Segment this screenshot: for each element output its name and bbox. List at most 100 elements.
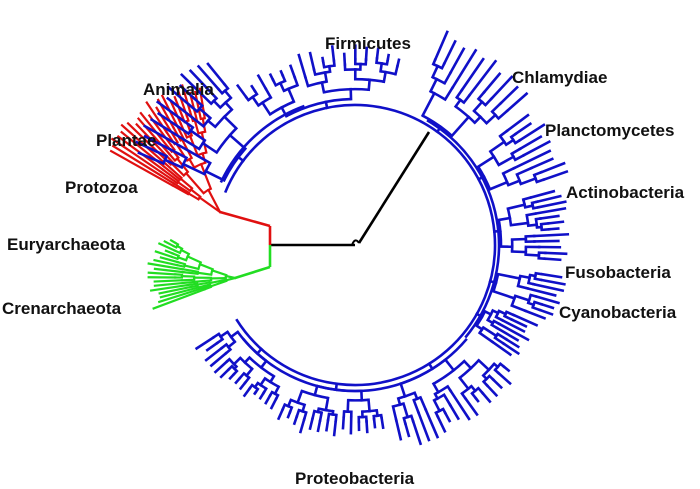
proteobacteria-a-leaf (418, 413, 428, 440)
proteobacteria-a-leaf (438, 417, 445, 432)
fusobacteria-branch (518, 286, 527, 288)
planctomycetes-leaf (514, 151, 550, 168)
proteobacteria-a-leaf (451, 391, 469, 419)
archaea-branch (178, 262, 185, 264)
proteobacteria-a-branch (393, 407, 396, 421)
actinobacteria-branch (511, 223, 528, 225)
cyanobacteria-leaf (492, 342, 510, 355)
firmicutes-b-node (308, 82, 327, 86)
fusobacteria-branch (498, 274, 520, 278)
chlamydiae-branch (445, 73, 451, 84)
planctomycetes-leaf (531, 159, 552, 168)
firmicutes-b-branch (305, 77, 308, 86)
cyanobacteria-branch (495, 338, 504, 344)
firmicutes-b-node (376, 63, 386, 65)
planctomycetes-branch (478, 157, 494, 167)
firmicutes-a-branch (224, 117, 236, 129)
fusobacteria-leaf (534, 284, 563, 290)
archaea-branch (178, 257, 186, 260)
proteobacteria-c-leaf (230, 374, 234, 378)
chlamydiae-leaf (435, 32, 447, 60)
proteobacteria-a-leaf (396, 420, 400, 439)
actinobacteria-leaf (545, 259, 560, 260)
proteobacteria-b-leaf (301, 419, 305, 432)
chlamydiae-leaf (484, 74, 500, 92)
label-protozoa: Protozoa (65, 178, 138, 198)
chlamydiae-branch (452, 117, 469, 136)
proteobacteria-c-branch (247, 369, 253, 376)
fusobacteria-leaf (541, 280, 564, 284)
label-crenarchaeota: Crenarchaeota (2, 299, 121, 319)
planctomycetes-branch (521, 178, 536, 183)
archaea-branch (226, 276, 235, 278)
actinobacteria-leaf (549, 229, 558, 230)
archaea-branch (177, 265, 184, 267)
eukaryota-node (198, 152, 207, 155)
proteobacteria-c-leaf (207, 343, 217, 350)
fusobacteria-branch (493, 291, 514, 298)
proteobacteria-a-leaf (483, 393, 490, 401)
firmicutes-b-branch (369, 80, 370, 90)
actinobacteria-leaf (537, 196, 560, 202)
actinobacteria-branch (499, 218, 510, 220)
proteobacteria-c-node (238, 332, 267, 361)
proteobacteria-a-branch (404, 404, 408, 417)
actinobacteria-branch (508, 205, 525, 209)
label-proteobacteria: Proteobacteria (295, 469, 414, 489)
firmicutes-b-branch (325, 72, 327, 81)
planctomycetes-branch (503, 168, 514, 173)
proteobacteria-a-branch (444, 395, 450, 405)
proteobacteria-c-leaf (260, 393, 263, 398)
chlamydiae-leaf (452, 50, 475, 87)
actinobacteria-leaf (545, 253, 566, 254)
cyanobacteria-branch (483, 328, 496, 336)
chlamydiae-branch (445, 88, 452, 100)
fusobacteria-branch (515, 296, 529, 300)
archaea-branch (182, 280, 194, 281)
proteobacteria-a-leaf (487, 385, 496, 395)
proteobacteria-a-leaf (445, 413, 449, 421)
bacteria-backbone-inner (221, 106, 305, 183)
firmicutes-b-leaf (397, 60, 399, 67)
firmicutes-b-node (381, 71, 396, 74)
proteobacteria-b-leaf (318, 421, 320, 431)
firmicutes-b-leaf (270, 75, 273, 80)
firmicutes-b-leaf (252, 86, 255, 91)
proteobacteria-a-node (393, 404, 403, 407)
proteobacteria-a-branch (420, 397, 425, 409)
archaea-leaf (171, 240, 175, 243)
chlamydiae-branch (474, 102, 482, 111)
actinobacteria-leaf (549, 222, 563, 224)
firmicutes-b-leaf (323, 58, 324, 62)
firmicutes-a-node (217, 128, 237, 152)
proteobacteria-a-leaf (405, 424, 408, 436)
proteobacteria-b-leaf (279, 409, 283, 418)
firmicutes-a-branch (225, 91, 231, 98)
archaea-branch (188, 256, 201, 262)
chlamydiae-branch (433, 66, 438, 77)
proteobacteria-b-leaf (367, 421, 368, 431)
actinobacteria-leaf (540, 216, 558, 219)
chlamydiae-branch (499, 111, 508, 119)
label-cyanobacteria: Cyanobacteria (559, 303, 676, 323)
firmicutes-a-branch (206, 171, 224, 180)
proteobacteria-a-node (398, 393, 414, 399)
planctomycetes-branch (490, 142, 504, 152)
bacteria-backbone-inner (427, 120, 499, 337)
archaea-branch (200, 264, 213, 269)
proteobacteria-c-branch (234, 358, 240, 364)
planctomycetes-branch (508, 181, 519, 185)
eukaryota-branch (201, 164, 211, 189)
actinobacteria-leaf (534, 234, 568, 236)
firmicutes-a-node (215, 110, 232, 127)
proteobacteria-a-leaf (465, 398, 477, 414)
firmicutes-b-node (315, 72, 330, 75)
planctomycetes-branch (490, 182, 507, 189)
proteobacteria-a-branch (479, 360, 489, 369)
proteobacteria-b-branch (315, 386, 317, 395)
proteobacteria-a-leaf (493, 380, 501, 388)
bacteria-backbone (225, 105, 495, 385)
chlamydiae-branch (464, 95, 469, 102)
proteobacteria-b-leaf (327, 420, 329, 430)
proteobacteria-b-branch (326, 398, 328, 410)
